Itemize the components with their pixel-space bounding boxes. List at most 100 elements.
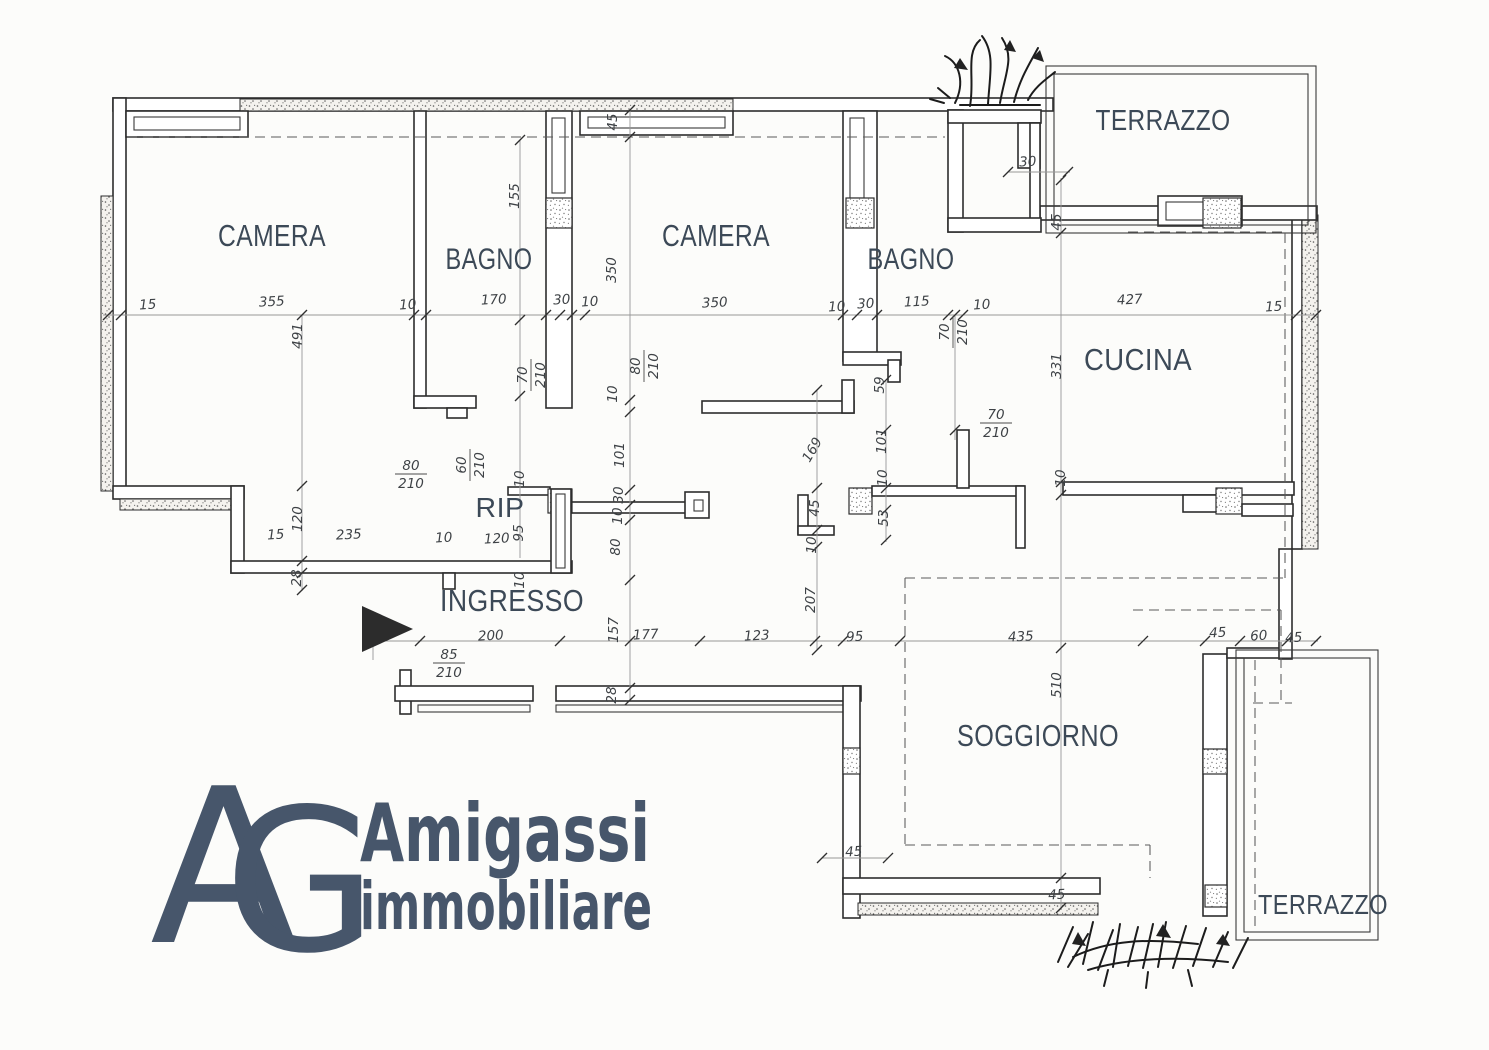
- annotations: CAMERABAGNOCAMERABAGNOTERRAZZOCUCINARIPI…: [139, 105, 1388, 920]
- dimension-text: 60: [1250, 628, 1268, 645]
- dimension-text: 15: [267, 527, 285, 544]
- wall-left-mid: [230, 485, 245, 574]
- wall-camera2-bottom-return: [841, 379, 855, 414]
- dimension-text: 30: [1019, 154, 1037, 171]
- plant-top-icon: [929, 35, 1056, 107]
- room-label: RIP: [476, 492, 525, 523]
- dimension-text: 350: [701, 294, 728, 311]
- dimension-text: 155: [507, 183, 523, 209]
- wall-soggiorno-bottom: [842, 877, 1101, 895]
- dimension-numerator: 85: [440, 647, 457, 663]
- window-band-top: [239, 98, 734, 112]
- dimension-denominator: 210: [398, 476, 424, 492]
- dimension-text: 15: [139, 297, 157, 314]
- wall-rip-right: [550, 488, 572, 574]
- dimension-text: 207: [803, 587, 819, 613]
- dimension-text: 10: [804, 536, 820, 553]
- terrace-top-outline: [1045, 65, 1317, 234]
- dimension-text: 10: [399, 297, 417, 314]
- logo-name: Amigassi: [360, 787, 650, 880]
- pillar: [1202, 748, 1228, 775]
- dimension-text: 10: [605, 385, 621, 402]
- wall-line-lower-2: [555, 704, 856, 713]
- wall-bagno1-right: [545, 110, 573, 409]
- dimension-denominator: 210: [472, 452, 488, 478]
- pillar: [1215, 487, 1243, 515]
- wall-rip-right-inner: [555, 493, 566, 569]
- wall-step: [112, 485, 245, 500]
- dimension-text: 435: [1007, 628, 1034, 645]
- dimension-text: 45: [1209, 625, 1227, 642]
- dimension-text: 45: [807, 499, 823, 516]
- pillar: [545, 197, 573, 229]
- wall-kitchen-left-top: [947, 217, 1042, 233]
- niche-camera2: [579, 110, 734, 136]
- pillar: [1202, 197, 1242, 229]
- dimension-text: 491: [290, 323, 306, 349]
- dimension-text: 80: [608, 538, 624, 555]
- pillar: [842, 747, 861, 775]
- walls: [100, 65, 1379, 941]
- dimension-text: 355: [258, 293, 285, 310]
- wall-bagno2-bottom: [842, 351, 902, 366]
- niche-camera1-inner: [133, 116, 241, 131]
- pillar: [845, 197, 875, 229]
- wall-door-frame: [956, 429, 970, 489]
- wall-kitchen-right-lower: [1278, 548, 1293, 660]
- entrance-arrow-icon: [362, 606, 413, 652]
- dimension-text: 120: [483, 530, 510, 547]
- wall-camera2-bottom: [701, 400, 855, 414]
- niche-camera1: [125, 110, 249, 138]
- dimension-text: 10: [1053, 469, 1069, 486]
- wall-bagno2-right: [947, 109, 964, 233]
- wall-ingresso-bottom-2: [555, 685, 862, 702]
- dimension-numerator: 70: [987, 407, 1004, 423]
- dimension-text: 45: [605, 113, 621, 130]
- dimension-numerator: 70: [937, 323, 953, 340]
- terrace-bottom-outline: [1235, 649, 1379, 941]
- niche-camera2-inner: [587, 116, 726, 129]
- wall-kitchen-bottom-2: [1241, 503, 1294, 517]
- dimension-lines: [103, 110, 1318, 910]
- dimension-text: 10: [973, 297, 991, 314]
- wall-bagno1-bottom: [413, 395, 477, 409]
- room-label: SOGGIORNO: [957, 718, 1119, 753]
- room-label: INGRESSO: [440, 583, 584, 618]
- wall-kitchen-bottom: [1062, 481, 1295, 496]
- window-band-step: [119, 498, 238, 511]
- dimension-text: 157: [606, 617, 622, 643]
- logo-subname: immobiliare: [360, 868, 652, 945]
- dimension-text: 101: [874, 428, 890, 454]
- dimension-text: 45: [1285, 630, 1303, 647]
- room-label: BAGNO: [446, 243, 533, 276]
- window-band-kitchen-right: [1301, 214, 1319, 550]
- room-label: CAMERA: [662, 218, 770, 253]
- dimension-text: 45: [1049, 213, 1065, 230]
- window-band-soggiorno: [857, 902, 1099, 916]
- dimension-text: 30: [857, 296, 875, 313]
- wall-stub: [887, 359, 901, 383]
- dimension-text: 427: [1116, 291, 1143, 308]
- dimension-text: 95: [846, 629, 864, 646]
- terrace-bottom-outline-inner: [1243, 657, 1371, 933]
- dimension-text: 200: [477, 627, 504, 644]
- pillar: [1204, 884, 1228, 908]
- dimension-text: 10: [512, 470, 528, 487]
- dimension-text: 120: [290, 506, 306, 532]
- dimension-numerator: 80: [402, 458, 419, 474]
- wall-bagno1-left: [413, 110, 427, 409]
- wall-soggiorno-right: [1202, 653, 1228, 917]
- room-label: BAGNO: [868, 243, 955, 276]
- logo-monogram-a: A: [150, 742, 297, 993]
- wall-bagno2-left: [842, 110, 878, 362]
- dimension-text: 15: [1265, 299, 1283, 316]
- dimension-denominator: 210: [436, 665, 462, 681]
- wall-bagno1-right-inner: [551, 117, 566, 194]
- dimension-text: 10: [875, 469, 891, 486]
